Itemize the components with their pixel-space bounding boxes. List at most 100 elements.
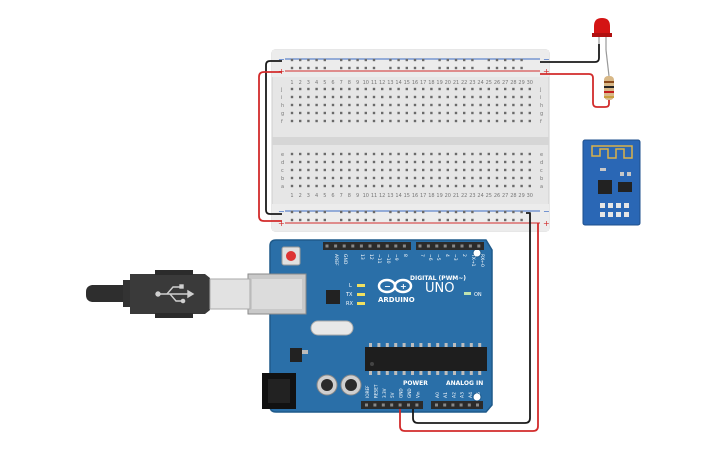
wire-red-left-rail	[258, 71, 282, 222]
breadboard-hole	[413, 103, 417, 107]
header-pin	[351, 244, 355, 248]
breadboard-hole	[340, 87, 343, 91]
rail-hole	[454, 58, 458, 62]
column-number: 3	[307, 80, 310, 86]
header-pin	[359, 244, 363, 248]
usb-plug-metal	[209, 278, 251, 310]
power-pin-label: 3.3V	[382, 388, 387, 398]
column-number: 19	[436, 80, 442, 86]
row-letter: f	[540, 119, 542, 125]
breadboard-hole	[430, 111, 433, 115]
breadboard-hole	[512, 160, 515, 164]
rail-hole	[446, 66, 449, 70]
digital-pin-label: 8	[402, 254, 408, 257]
row-letter: h	[281, 103, 284, 109]
breadboard-hole	[290, 119, 294, 123]
breadboard-hole	[315, 168, 318, 172]
reset-button[interactable]	[286, 251, 296, 261]
wire-black-gnd	[412, 212, 531, 424]
digital-header-right	[416, 242, 484, 250]
header-pin	[373, 403, 377, 407]
header-pin	[381, 403, 385, 407]
breadboard-hole	[512, 168, 515, 172]
rail-hole	[364, 66, 367, 70]
rail-hole	[463, 66, 466, 70]
wifi-module-pin	[608, 212, 613, 217]
wifi-module-pin	[600, 212, 605, 217]
breadboard-hole	[438, 103, 441, 107]
breadboard-hole	[487, 176, 490, 180]
chip-pin	[394, 371, 398, 375]
rail-hole	[471, 58, 474, 62]
breadboard-hole	[397, 152, 400, 156]
wire-black-led	[540, 44, 600, 63]
rail-hole	[389, 66, 392, 70]
breadboard-hole	[487, 95, 490, 99]
analog-pin-label: A0	[435, 392, 441, 398]
power-pin-label: RESET	[373, 384, 378, 398]
breadboard-hole	[381, 87, 384, 91]
breadboard-hole	[479, 119, 482, 123]
breadboard-hole	[487, 103, 490, 107]
breadboard-hole	[331, 95, 335, 99]
svg-text:−: −	[384, 282, 391, 291]
header-pin	[334, 244, 338, 248]
digital-pin-label: ~3	[452, 254, 458, 261]
breadboard-hole	[290, 95, 294, 99]
rail-hole	[389, 218, 392, 222]
breadboard-hole	[381, 176, 384, 180]
chip-notch	[370, 362, 374, 366]
breadboard-hole	[340, 176, 343, 180]
breadboard-hole	[528, 119, 531, 123]
column-number: 12	[379, 80, 385, 86]
breadboard-hole	[340, 111, 343, 115]
breadboard-hole	[348, 95, 351, 99]
column-number: 25	[486, 193, 492, 199]
breadboard-hole	[463, 87, 466, 91]
breadboard-hole	[405, 87, 408, 91]
breadboard-hole	[323, 87, 326, 91]
breadboard-hole	[356, 95, 359, 99]
breadboard-hole	[422, 103, 425, 107]
breadboard-hole	[495, 176, 499, 180]
breadboard-hole	[422, 184, 425, 188]
breadboard-hole	[504, 152, 507, 156]
header-pins-bottom	[365, 403, 479, 407]
rail-hole	[397, 66, 400, 70]
power-pin-label: GND	[407, 388, 412, 398]
rail-hole	[413, 218, 417, 222]
breadboard-hole	[520, 119, 523, 123]
breadboard-hole	[299, 119, 302, 123]
breadboard-hole	[381, 152, 384, 156]
breadboard-hole	[528, 176, 531, 180]
rail-hole	[364, 58, 367, 62]
rail-hole	[372, 58, 376, 62]
breadboard-hole	[323, 184, 326, 188]
breadboard-hole	[331, 184, 335, 188]
column-number: 26	[494, 80, 500, 86]
wifi-chip	[598, 180, 612, 194]
digital-header-left	[323, 242, 411, 250]
breadboard-hole	[372, 87, 376, 91]
breadboard-hole	[504, 119, 507, 123]
breadboard-hole	[397, 119, 400, 123]
breadboard-hole	[356, 176, 359, 180]
breadboard-hole	[471, 152, 474, 156]
rail-hole	[340, 66, 343, 70]
chip-pin	[469, 343, 473, 347]
column-number: 27	[502, 80, 508, 86]
column-number: 25	[486, 80, 492, 86]
column-number: 27	[502, 193, 508, 199]
column-number: 28	[510, 193, 516, 199]
breadboard-hole	[528, 184, 531, 188]
breadboard-hole	[372, 184, 376, 188]
bottom-rail-minus-label: −	[278, 207, 285, 216]
breadboard-hole	[504, 168, 507, 172]
rail-hole	[372, 210, 376, 214]
breadboard-hole	[520, 103, 523, 107]
breadboard-hole	[356, 168, 359, 172]
column-number: 24	[477, 80, 483, 86]
chip-pin	[402, 371, 406, 375]
